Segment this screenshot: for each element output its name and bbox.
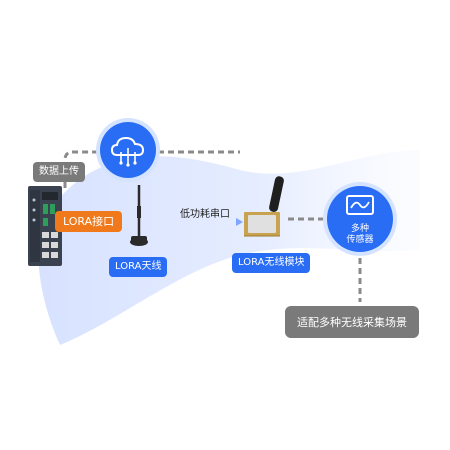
- serial-arrow-head: [236, 218, 243, 226]
- lora-module-label: LORA无线模块: [232, 253, 311, 273]
- antenna-device: [130, 185, 148, 246]
- sensor-label-line2: 传感器: [346, 235, 374, 245]
- lora-port-label: LORA接口: [55, 211, 123, 232]
- scenario-label: 适配多种无线采集场景: [285, 306, 419, 338]
- sensor-label: 多种 传感器: [327, 224, 393, 246]
- router-device: [28, 186, 62, 266]
- sensor-label-line1: 多种: [350, 224, 369, 234]
- lora-antenna-label: LORA天线: [109, 257, 168, 277]
- wave-band: [38, 150, 421, 345]
- data-upload-label: 数据上传: [33, 162, 85, 182]
- lora-module-device: [244, 176, 284, 237]
- upload-connector: [63, 150, 98, 188]
- sensor-icon: [346, 195, 374, 215]
- low-power-serial-label: 低功耗串口: [180, 209, 230, 220]
- sensor-node: [327, 186, 393, 252]
- cloud-network-icon: [100, 122, 156, 178]
